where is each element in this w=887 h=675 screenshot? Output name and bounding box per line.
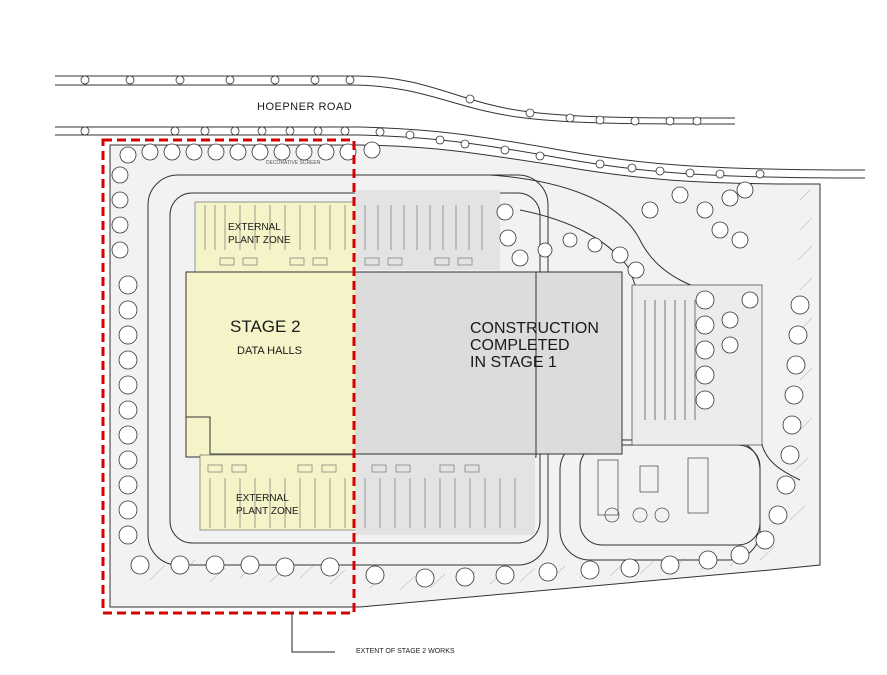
stage2-works-boundary (101, 138, 356, 615)
extent-leader-line (291, 613, 335, 653)
stage2-area (185, 201, 355, 531)
data-halls-label: DATA HALLS (237, 345, 303, 357)
data-hall-outline (185, 271, 537, 455)
construction-label: CONSTRUCTION COMPLETED IN STAGE 1 (470, 320, 599, 371)
extent-label: EXTENT OF STAGE 2 WORKS (356, 648, 455, 655)
plant-bays (204, 205, 516, 528)
screen-label: DECORATIVE SCREEN (266, 160, 321, 166)
car-park (597, 284, 763, 523)
stage1-area (355, 190, 623, 535)
tree-planting (111, 141, 810, 588)
stage2-title: STAGE 2 (230, 317, 301, 336)
road-label: HOEPNER ROAD (257, 101, 353, 113)
plant-zone-top-label: EXTERNAL PLANT ZONE (228, 222, 291, 246)
road-tree-markers (80, 75, 765, 179)
plant-zone-bottom-label: EXTERNAL PLANT ZONE (236, 493, 299, 517)
